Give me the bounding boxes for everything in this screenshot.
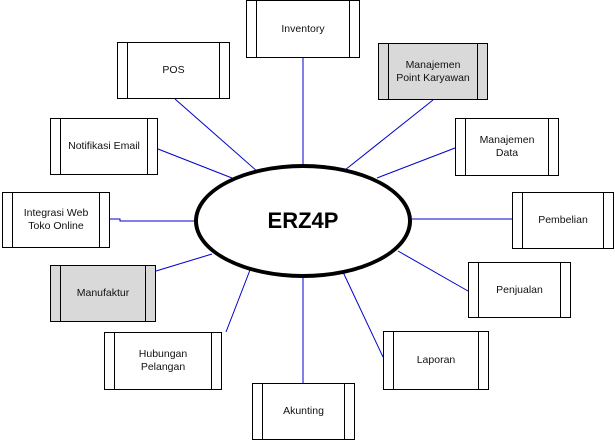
- connector-pos: [174, 98, 259, 173]
- hub-label: ERZ4P: [267, 208, 339, 233]
- module-inventory: Inventory: [246, 0, 360, 58]
- connector-notifikasi-email: [157, 148, 233, 179]
- module-penjualan: Penjualan: [468, 262, 571, 318]
- connector-hubungan-pelangan: [225, 269, 251, 333]
- module-pembelian: Pembelian: [512, 192, 614, 249]
- connector-penjualan: [397, 250, 469, 292]
- erz4p-hub: ERZ4P: [194, 164, 412, 278]
- connector-manajemen-point: [344, 99, 434, 171]
- module-notifikasi-email: Notifikasi Email: [50, 118, 158, 175]
- connector-manufaktur: [155, 253, 213, 272]
- module-pos: POS: [117, 42, 230, 99]
- module-hubungan-pelangan: Hubungan Pelangan: [104, 332, 222, 390]
- module-manajemen-point-karyawan: Manajemen Point Karyawan: [378, 43, 488, 100]
- module-integrasi-web-toko-online: Integrasi Web Toko Online: [2, 192, 110, 248]
- connector-integrasi-web: [110, 218, 194, 222]
- module-laporan: Laporan: [383, 331, 489, 390]
- module-akunting: Akunting: [252, 383, 355, 440]
- module-manajemen-data: Manajemen Data: [455, 118, 559, 176]
- connector-laporan: [342, 271, 384, 358]
- connector-manajemen-data: [376, 147, 456, 179]
- module-manufaktur: Manufaktur: [50, 265, 156, 322]
